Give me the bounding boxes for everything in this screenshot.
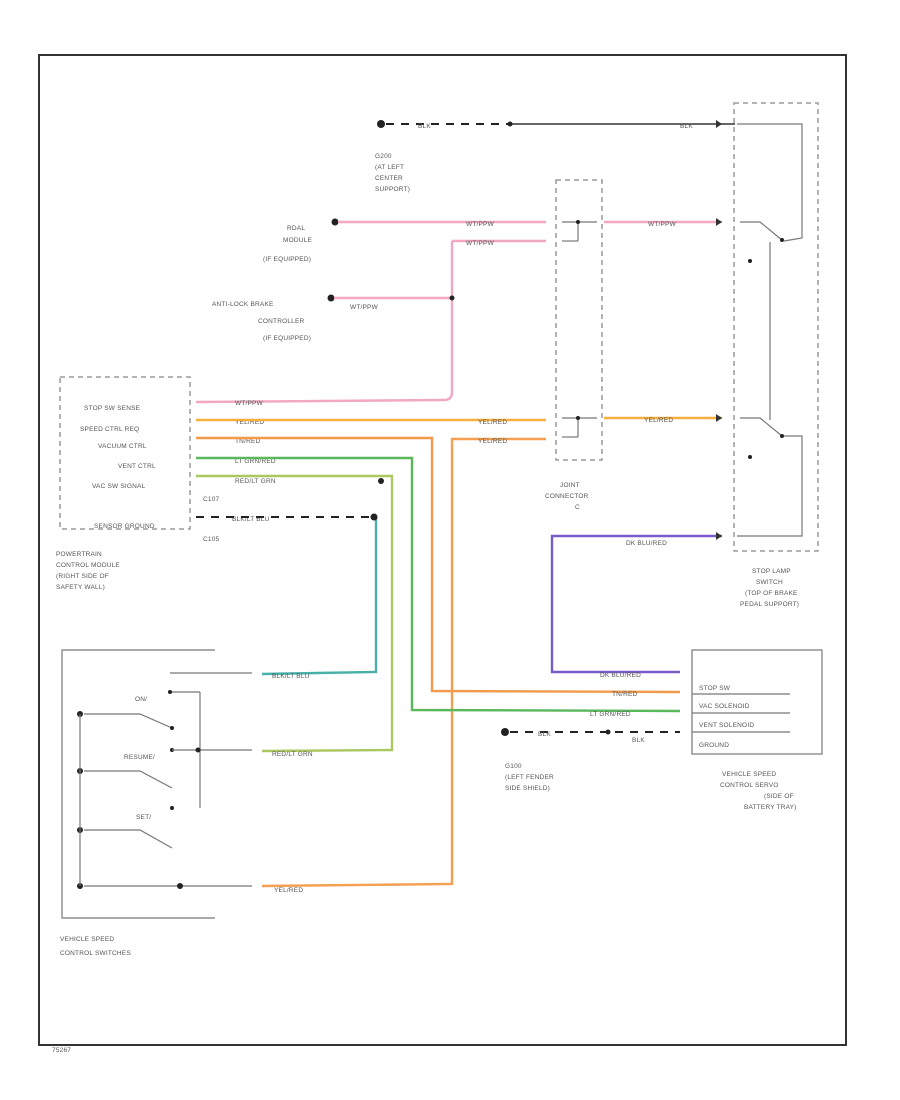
pcm-pin-vacuum: VACUUM CTRL	[98, 443, 147, 450]
figure-number: 75267	[52, 1047, 71, 1054]
svg-text:VENT SOLENOID: VENT SOLENOID	[699, 722, 754, 729]
wire-label-g100-blk: BLK	[538, 731, 551, 738]
g200-label: G200 (AT LEFT CENTER SUPPORT)	[375, 153, 410, 193]
switches-label: VEHICLE SPEED CONTROL SWITCHES	[60, 936, 131, 957]
g100-ground-wire	[501, 728, 680, 736]
pcm-pin-speed-ctrl: SPEED CTRL REQ	[80, 426, 139, 433]
wire-label-yel-joint-a: YEL/RED	[478, 419, 507, 426]
switch-label-resume: RESUME/	[124, 754, 155, 761]
svg-text:G100: G100	[505, 763, 522, 770]
pcm-pin-stop-sw: STOP SW SENSE	[84, 405, 141, 412]
pcm-pins: STOP SW SENSE SPEED CTRL REQ VACUUM CTRL…	[80, 405, 220, 543]
svg-text:(IF EQUIPPED): (IF EQUIPPED)	[263, 335, 311, 342]
switch-label-on: ON/	[135, 696, 147, 703]
svg-text:SIDE SHIELD): SIDE SHIELD)	[505, 785, 550, 792]
wire-label-blk-top-left: BLK	[418, 123, 431, 130]
yellow-orange-wires	[196, 414, 722, 888]
svg-text:(RIGHT SIDE OF: (RIGHT SIDE OF	[56, 573, 109, 580]
wire-label-sw-gnd: BLK/LT BLU	[272, 673, 310, 680]
wire-label-pcm-vent: LT GRN/RED	[235, 458, 276, 465]
wire-label-servo-grn: LT GRN/RED	[590, 711, 631, 718]
green-wires	[196, 456, 681, 753]
joint-connector-internals	[562, 220, 597, 438]
servo-label: VEHICLE SPEED CONTROL SERVO (SIDE OF BAT…	[720, 771, 797, 811]
servo-box	[691, 649, 823, 755]
g100-label: G100 (LEFT FENDER SIDE SHIELD)	[505, 763, 554, 792]
svg-text:G200: G200	[375, 153, 392, 160]
wire-label-joint-stop: YEL/RED	[644, 417, 673, 424]
svg-text:(IF EQUIPPED): (IF EQUIPPED)	[263, 256, 311, 263]
joint-connector-box	[555, 179, 603, 461]
wire-label-sw-yel: YEL/RED	[274, 887, 303, 894]
stop-lamp-label: STOP LAMP SWITCH (TOP OF BRAKE PEDAL SUP…	[740, 568, 799, 608]
svg-text:CONTROL SERVO: CONTROL SERVO	[720, 782, 779, 789]
svg-text:ANTI-LOCK BRAKE: ANTI-LOCK BRAKE	[212, 301, 274, 308]
svg-text:GROUND: GROUND	[699, 742, 729, 749]
svg-text:CONTROL MODULE: CONTROL MODULE	[56, 562, 120, 569]
pcm-connector-c107: C107	[203, 496, 220, 503]
svg-text:CENTER: CENTER	[375, 175, 403, 182]
svg-text:CONTROL SWITCHES: CONTROL SWITCHES	[60, 950, 131, 957]
wire-label-pcm-vacsw: RED/LT GRN	[235, 478, 276, 485]
wire-label-pcm-gnd: BLK/LT BLU	[232, 516, 270, 523]
svg-text:STOP LAMP: STOP LAMP	[752, 568, 791, 575]
diagram-frame	[38, 54, 847, 1046]
svg-text:PEDAL SUPPORT): PEDAL SUPPORT)	[740, 601, 799, 608]
wire-label-servo-blk: BLK	[632, 737, 645, 744]
wire-label-servo-tn: TN/RED	[612, 691, 638, 698]
pcm-box	[59, 376, 191, 530]
switches-box	[61, 649, 215, 919]
wire-label-pcm-vac: TN/RED	[235, 438, 261, 445]
svg-text:STOP SW: STOP SW	[699, 685, 731, 692]
svg-text:C: C	[575, 504, 580, 511]
svg-text:BATTERY TRAY): BATTERY TRAY)	[744, 804, 797, 811]
rdal-module-label: RDAL MODULE (IF EQUIPPED)	[263, 225, 312, 263]
wire-label-purple-stop: DK BLU/RED	[626, 540, 667, 547]
svg-text:(AT LEFT: (AT LEFT	[375, 164, 404, 171]
switch-internals	[77, 672, 252, 889]
svg-text:(LEFT FENDER: (LEFT FENDER	[505, 774, 554, 781]
svg-text:RDAL: RDAL	[287, 225, 305, 232]
svg-text:(SIDE OF: (SIDE OF	[764, 793, 794, 800]
svg-text:SWITCH: SWITCH	[756, 579, 783, 586]
switch-label-set: SET/	[136, 814, 151, 821]
g200-ground-wire	[377, 120, 735, 128]
purple-wire	[550, 532, 722, 674]
wire-label-yel-joint-b: YEL/RED	[478, 438, 507, 445]
wire-label-joint-b: WT/PPW	[466, 240, 495, 247]
abs-controller-label: ANTI-LOCK BRAKE CONTROLLER (IF EQUIPPED)	[212, 301, 311, 342]
wire-label-purple-servo: DK BLU/RED	[600, 672, 641, 679]
svg-text:VEHICLE SPEED: VEHICLE SPEED	[722, 771, 776, 778]
pcm-connector-c105: C105	[203, 536, 220, 543]
svg-text:CONNECTOR: CONNECTOR	[545, 493, 589, 500]
svg-text:VAC SOLENOID: VAC SOLENOID	[699, 703, 750, 710]
wire-label-pcm-speed: YEL/RED	[235, 419, 264, 426]
wire-label-blk-top-right: BLK	[680, 123, 693, 130]
wire-label-abs: WT/PPW	[350, 304, 379, 311]
stop-lamp-switch-internals	[737, 123, 803, 537]
joint-connector-label: JOINT CONNECTOR C	[545, 482, 589, 511]
svg-text:MODULE: MODULE	[283, 237, 312, 244]
wire-label-sw-red: RED/LT GRN	[272, 751, 313, 758]
svg-text:POWERTRAIN: POWERTRAIN	[56, 551, 102, 558]
pcm-label: POWERTRAIN CONTROL MODULE (RIGHT SIDE OF…	[56, 551, 120, 591]
pcm-pin-vent: VENT CTRL	[118, 463, 156, 470]
pcm-pin-sensor-gnd: SENSOR GROUND	[94, 523, 155, 530]
wire-label-stop-top: WT/PPW	[648, 221, 677, 228]
svg-text:(TOP OF BRAKE: (TOP OF BRAKE	[745, 590, 798, 597]
pcm-pin-vac-sw: VAC SW SIGNAL	[92, 483, 146, 490]
svg-text:SAFETY WALL): SAFETY WALL)	[56, 584, 105, 591]
pink-wires	[195, 218, 722, 404]
svg-text:CONTROLLER: CONTROLLER	[258, 318, 305, 325]
svg-text:JOINT: JOINT	[560, 482, 580, 489]
wire-label-pcm-stop: WT/PPW	[235, 400, 264, 407]
pcm-ground-wire	[196, 478, 384, 521]
wire-label-rdal: WT/PPW	[466, 221, 495, 228]
servo-pins: STOP SW VAC SOLENOID VENT SOLENOID GROUN…	[692, 685, 790, 749]
svg-text:VEHICLE SPEED: VEHICLE SPEED	[60, 936, 114, 943]
stop-lamp-switch-box	[733, 102, 819, 552]
svg-text:SUPPORT): SUPPORT)	[375, 186, 410, 193]
